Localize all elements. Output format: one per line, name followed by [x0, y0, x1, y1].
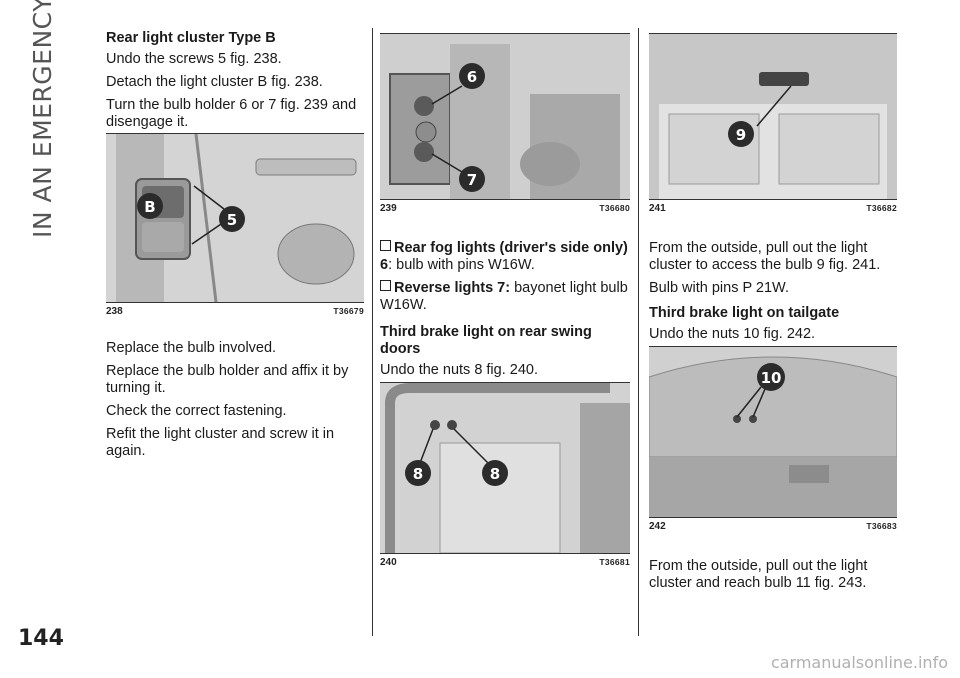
- section-heading: Third brake light on rear swing doors: [380, 324, 592, 357]
- figure-caption: 238 T36679: [106, 302, 364, 317]
- figure-241: 9 241 T36682: [649, 33, 897, 214]
- section-heading: Rear light cluster Type B: [106, 30, 276, 46]
- figure-image: B 5: [106, 133, 364, 302]
- column-divider: [638, 28, 639, 636]
- watermark: carmanualsonline.info: [770, 653, 948, 672]
- bullet-icon: [380, 240, 391, 251]
- chapter-title: IN AN EMERGENCY: [28, 0, 57, 238]
- figure-238: B 5 238 T36679: [106, 133, 364, 317]
- figure-number: 238: [106, 306, 123, 317]
- callout-6: 6: [467, 68, 477, 86]
- step: Replace the bulb involved.: [106, 340, 277, 356]
- callout-8-left: 8: [413, 465, 423, 483]
- column-1: Rear light cluster Type B Undo the screw…: [106, 30, 364, 137]
- step: Undo the nuts 8 fig. 240.: [380, 362, 538, 378]
- step: Undo the nuts 10 fig. 242.: [649, 326, 816, 342]
- step: Detach the light cluster B fig. 238.: [106, 74, 323, 90]
- column-divider: [372, 28, 373, 636]
- figure-caption: 242 T36683: [649, 517, 897, 532]
- figure-caption: 239 T36680: [380, 199, 630, 214]
- step: Replace the bulb holder and affix it by …: [106, 363, 349, 396]
- figure-number: 241: [649, 203, 666, 214]
- column-1-continued: Replace the bulb involved. Replace the b…: [106, 340, 364, 466]
- figure-image: 9: [649, 33, 897, 199]
- column-2: Rear fog lights (driver's side only) 6: …: [380, 240, 630, 385]
- figure-image: 8 8: [380, 382, 630, 553]
- page-number: 144: [18, 626, 64, 651]
- callout-7: 7: [467, 171, 477, 189]
- figure-code: T36681: [599, 557, 630, 567]
- step: Undo the screws 5 fig. 238.: [106, 51, 282, 67]
- figure-code: T36682: [866, 203, 897, 213]
- figure-code: T36680: [599, 203, 630, 213]
- callout-10: 10: [761, 369, 782, 387]
- callout-9: 9: [736, 126, 746, 144]
- step: Bulb with pins P 21W.: [649, 280, 789, 296]
- callout-5: 5: [227, 211, 237, 229]
- figure-number: 239: [380, 203, 397, 214]
- bullet-reverse: Reverse lights 7: bayonet light bulb W16…: [380, 280, 628, 313]
- figure-number: 240: [380, 557, 397, 568]
- figure-caption: 241 T36682: [649, 199, 897, 214]
- column-3-continued: From the outside, pull out the light clu…: [649, 558, 897, 598]
- figure-239: 6 7 239 T36680: [380, 33, 630, 214]
- figure-caption: 240 T36681: [380, 553, 630, 568]
- figure-code: T36683: [866, 521, 897, 531]
- callout-8-right: 8: [490, 465, 500, 483]
- figure-number: 242: [649, 521, 666, 532]
- column-3: From the outside, pull out the light clu…: [649, 240, 897, 349]
- figure-image: 10: [649, 346, 897, 517]
- step: Check the correct fastening.: [106, 403, 287, 419]
- callout-B: B: [144, 198, 155, 216]
- figure-code: T36679: [333, 306, 364, 316]
- bullet-rear-fog: Rear fog lights (driver's side only) 6: …: [380, 240, 628, 273]
- section-heading: Third brake light on tailgate: [649, 305, 840, 321]
- step: Turn the bulb holder 6 or 7 fig. 239 and…: [106, 97, 357, 130]
- figure-image: 6 7: [380, 33, 630, 199]
- figure-240: 8 8 240 T36681: [380, 382, 630, 568]
- step: From the outside, pull out the light clu…: [649, 240, 881, 273]
- step: From the outside, pull out the light clu…: [649, 558, 868, 591]
- step: Refit the light cluster and screw it in …: [106, 426, 335, 459]
- bullet-icon: [380, 280, 391, 291]
- figure-242: 10 242 T36683: [649, 346, 897, 532]
